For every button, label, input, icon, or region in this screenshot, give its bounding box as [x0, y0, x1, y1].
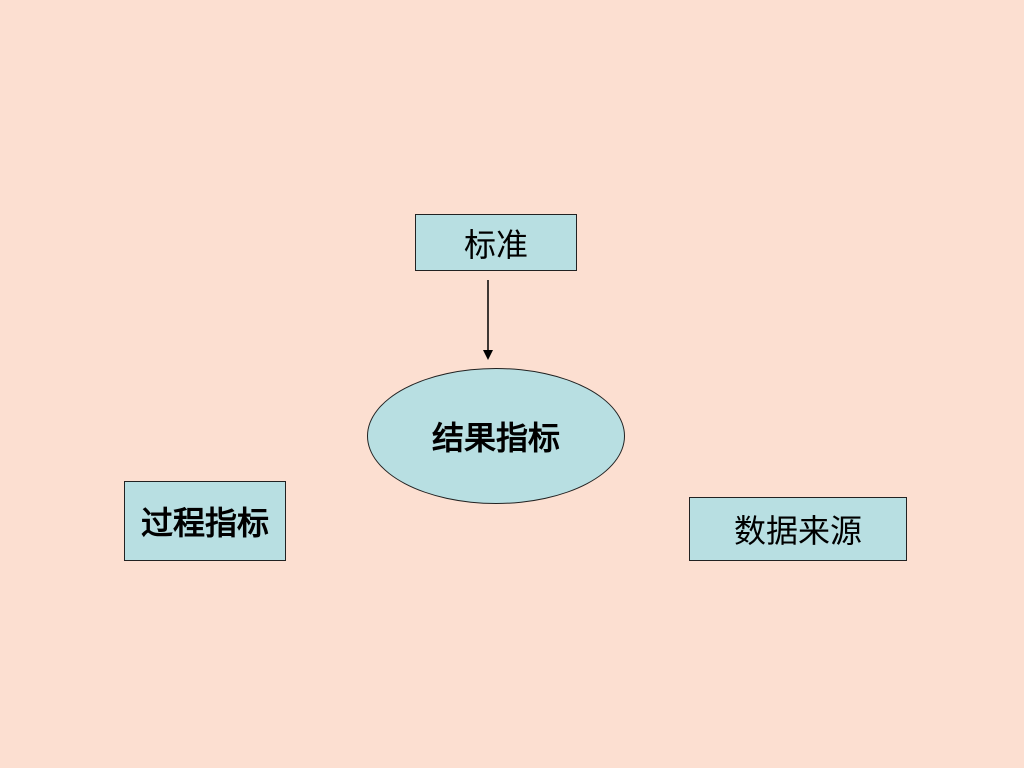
- process-indicator-label: 过程指标: [140, 504, 269, 542]
- data-source-node: 数据来源: [689, 497, 907, 561]
- standard-node: 标准: [415, 214, 577, 271]
- result-indicator-label: 结果指标: [431, 419, 560, 457]
- standard-label: 标准: [463, 225, 528, 264]
- process-indicator-node: 过程指标: [124, 481, 286, 561]
- data-source-label: 数据来源: [733, 512, 862, 550]
- result-indicator-node: 结果指标: [367, 368, 625, 504]
